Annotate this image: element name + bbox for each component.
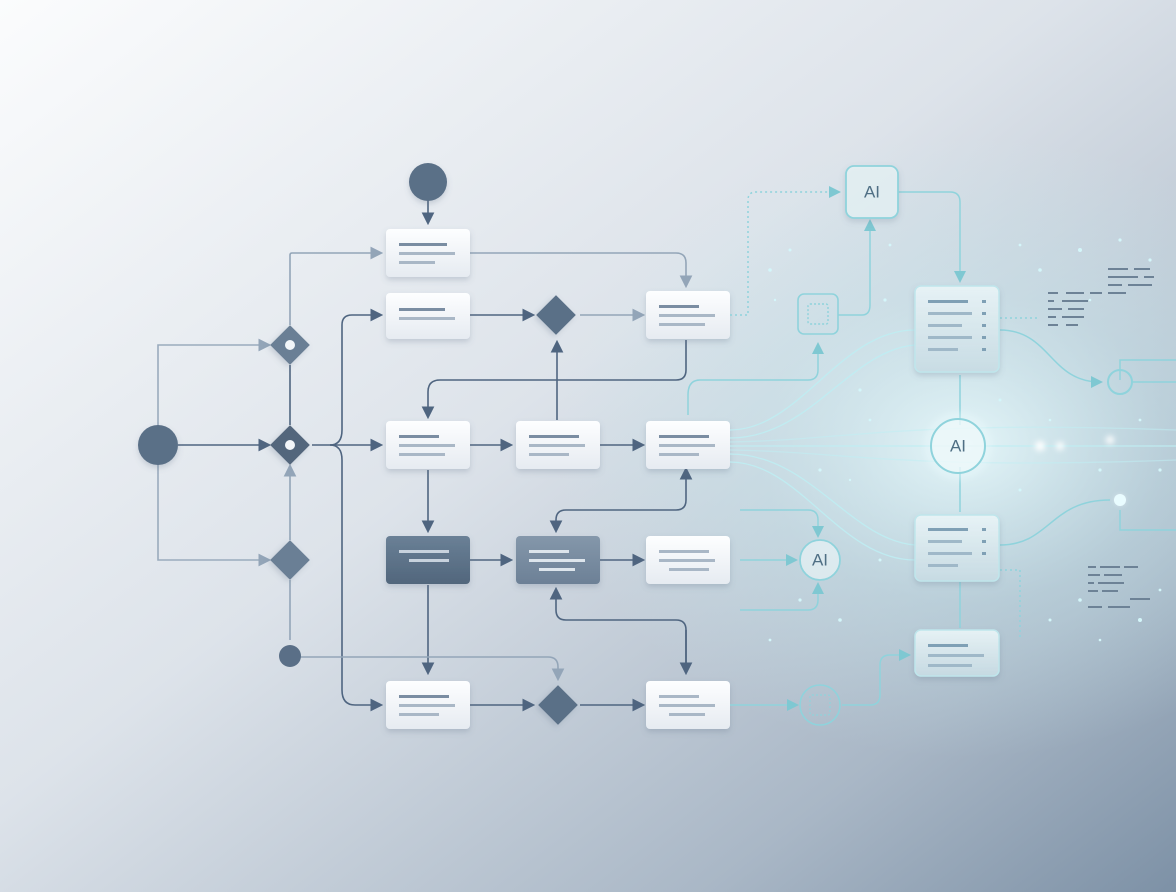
code-snippet-decoration	[1048, 268, 1154, 608]
ai-badge-lower: AI	[799, 539, 841, 581]
process-box	[516, 421, 600, 469]
start-node-icon	[409, 163, 447, 201]
decision-diamond-icon	[270, 540, 310, 580]
decision-diamond-icon	[538, 685, 578, 725]
neural-flow-icon	[687, 186, 1176, 711]
process-box	[386, 229, 470, 277]
process-box	[386, 681, 470, 729]
ai-badge-top: AI	[845, 165, 899, 219]
decision-diamond-icon	[270, 325, 310, 365]
ai-model-box	[914, 629, 1000, 677]
chip-icon	[799, 684, 841, 726]
process-box-active	[516, 536, 600, 584]
decision-diamond-icon	[270, 425, 310, 465]
process-box-active	[386, 536, 470, 584]
process-box	[386, 421, 470, 469]
start-node-icon	[138, 425, 178, 465]
ai-label-top: AI	[864, 183, 880, 202]
decision-diamond-icon	[536, 295, 576, 335]
process-box	[386, 293, 470, 339]
ai-label-lower: AI	[812, 551, 828, 570]
ai-badge-center: AI	[924, 412, 992, 480]
ai-model-box	[914, 514, 1000, 582]
ai-model-box	[914, 285, 1000, 373]
process-box	[646, 291, 730, 339]
output-node-icon	[1107, 369, 1133, 395]
chip-icon	[797, 293, 839, 335]
workflow-nodes	[138, 163, 730, 729]
process-box	[646, 421, 730, 469]
ai-label-center: AI	[950, 437, 966, 456]
process-box	[646, 681, 730, 729]
workflow-connectors	[157, 200, 693, 712]
process-box	[646, 536, 730, 584]
output-node-icon	[1114, 494, 1126, 506]
end-node-icon	[279, 645, 301, 667]
